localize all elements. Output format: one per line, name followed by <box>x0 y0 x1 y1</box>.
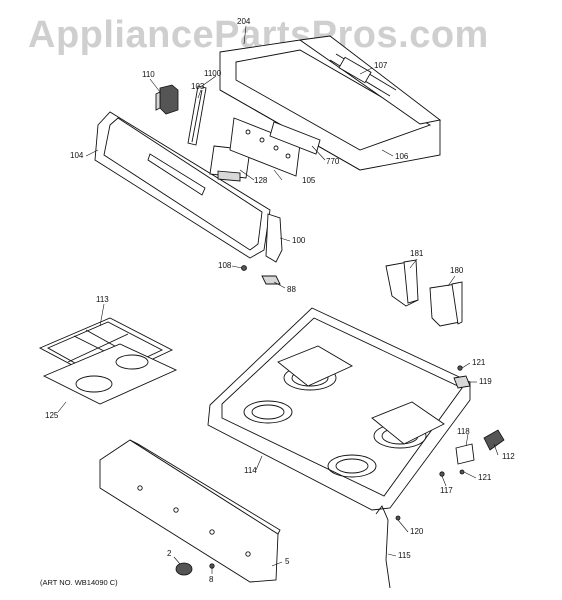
callout-770: 770 <box>326 157 340 166</box>
callout-115: 115 <box>398 551 411 560</box>
callout-108: 108 <box>218 261 232 270</box>
end-cap-100 <box>265 213 283 263</box>
part-118 <box>455 443 475 465</box>
screw-8 <box>209 563 215 569</box>
screw-117 <box>439 471 445 477</box>
callout-118: 118 <box>457 427 470 436</box>
callout-181: 181 <box>410 249 424 258</box>
bracket-181 <box>385 259 419 307</box>
callout-1100: 1100 <box>204 69 222 78</box>
callout-180: 180 <box>450 266 464 275</box>
screw-108 <box>241 265 247 271</box>
art-number: (ART NO. WB14090 C) <box>40 578 118 587</box>
callout-117: 117 <box>440 486 453 495</box>
callout-103: 103 <box>191 82 205 91</box>
screw-120 <box>395 515 401 521</box>
callout-112: 112 <box>502 452 515 461</box>
callout-8: 8 <box>209 575 214 584</box>
bracket-119 <box>453 375 471 389</box>
callout-100: 100 <box>292 236 306 245</box>
callout-114: 114 <box>244 466 257 475</box>
part-112 <box>483 429 505 451</box>
screw-121-top <box>457 365 463 371</box>
burner-pan-125 <box>42 343 178 405</box>
callout-110: 110 <box>142 70 155 79</box>
callout-5: 5 <box>285 557 290 566</box>
callout-106: 106 <box>395 152 409 161</box>
bracket-103 <box>187 85 207 146</box>
clip-88 <box>261 275 281 285</box>
cooktop-114 <box>207 307 471 511</box>
rod-115 <box>375 505 391 589</box>
callout-120: 120 <box>410 527 424 536</box>
callout-88: 88 <box>287 285 296 294</box>
knob-2 <box>175 562 193 576</box>
screw-121-bottom <box>459 469 465 475</box>
callout-121-bottom: 121 <box>478 473 492 482</box>
wire-harness-770 <box>269 121 321 155</box>
callout-113: 113 <box>96 295 109 304</box>
callout-105: 105 <box>302 176 316 185</box>
callout-204: 204 <box>237 17 251 26</box>
control-panel-104 <box>94 111 271 259</box>
callout-119: 119 <box>479 377 492 386</box>
callout-2: 2 <box>167 549 172 558</box>
leader-lines <box>57 25 499 574</box>
spark-module-110 <box>155 84 179 115</box>
callout-107: 107 <box>374 61 388 70</box>
callout-128: 128 <box>254 176 268 185</box>
manifold-panel-5 <box>99 439 281 583</box>
callout-121-top: 121 <box>472 358 486 367</box>
callout-104: 104 <box>70 151 84 160</box>
callout-125: 125 <box>45 411 59 420</box>
bracket-180 <box>429 281 463 327</box>
